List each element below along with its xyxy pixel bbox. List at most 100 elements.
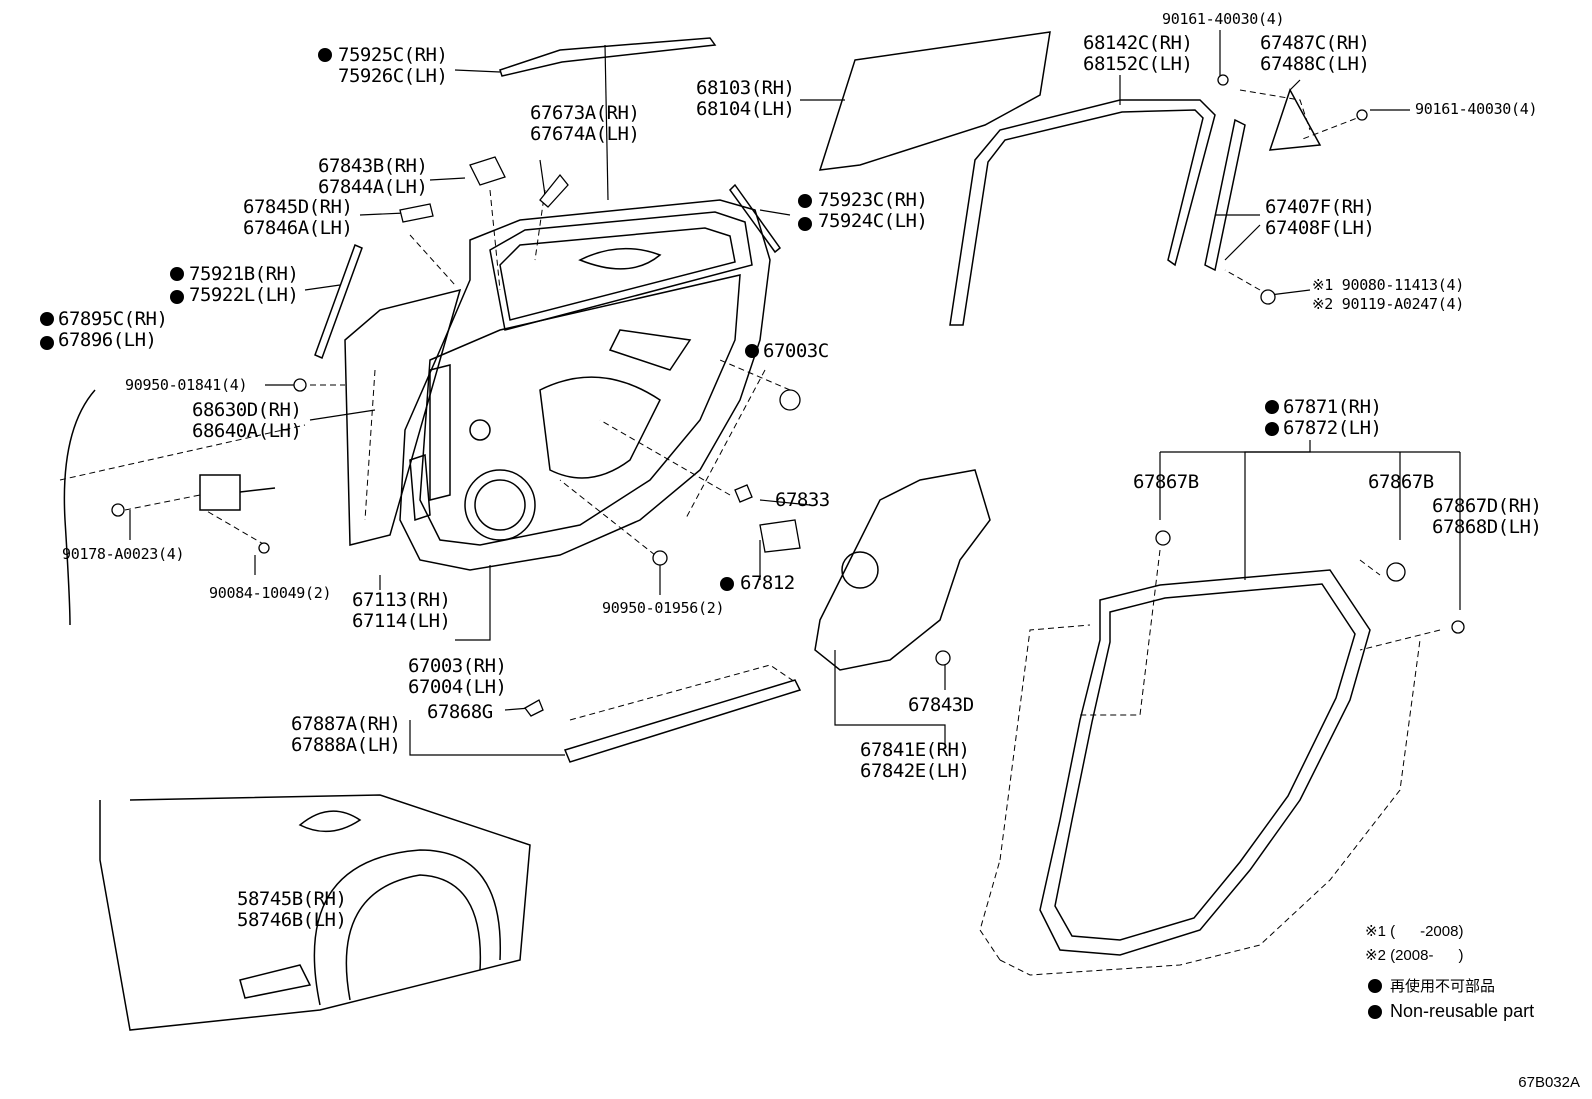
label-67868g[interactable]: 67868G: [427, 702, 493, 723]
part-number: 67867D(RH): [1432, 495, 1542, 517]
part-number: 67868G: [427, 701, 493, 723]
part-number: 67887A(RH): [291, 713, 401, 735]
part-number: 58746B(LH): [237, 909, 347, 931]
part-number: 67888A(LH): [291, 734, 401, 756]
label-68103[interactable]: 68103(RH) 68104(LH): [696, 78, 795, 120]
legend-text-en: Non-reusable part: [1390, 1001, 1535, 1021]
label-67812[interactable]: 67812: [740, 573, 795, 594]
label-67895c[interactable]: 67895C(RH) 67896(LH): [58, 308, 168, 351]
label-67673a[interactable]: 67673A(RH) 67674A(LH): [530, 102, 640, 145]
label-67843d[interactable]: 67843D: [908, 695, 974, 716]
label-75921b[interactable]: 75921B(RH) 75922L(LH): [189, 263, 299, 306]
label-67871[interactable]: 67871(RH) 67872(LH): [1283, 396, 1382, 439]
label-58745b[interactable]: 58745B(RH) 58746B(LH): [237, 888, 347, 931]
part-number: 68104(LH): [696, 98, 795, 120]
part-number: 90161-40030(4): [1415, 100, 1538, 118]
part-number: 67844A(LH): [318, 176, 428, 198]
part-number: 67841E(RH): [860, 739, 970, 761]
nonreusable-dot-67812: [720, 577, 734, 591]
nonreusable-dot-75922: [170, 290, 184, 304]
footnote-1: ※1 ( -2008): [1365, 923, 1464, 940]
label-67841e[interactable]: 67841E(RH) 67842E(LH): [860, 739, 970, 782]
part-number: 67113(RH): [352, 589, 451, 611]
nonreusable-dot-67871: [1265, 400, 1279, 414]
part-number: 58745B(RH): [237, 888, 347, 910]
nonreusable-dot-75925: [318, 48, 332, 62]
nonreusable-dot-67896: [40, 336, 54, 350]
part-number: 67871(RH): [1283, 396, 1382, 418]
run-channel-shape: [949, 99, 1216, 326]
label-67867b-left[interactable]: 67867B: [1133, 472, 1199, 493]
part-number: 67407F(RH): [1265, 196, 1375, 218]
part-number: 67673A(RH): [530, 102, 640, 124]
label-67003[interactable]: 67003(RH) 67004(LH): [408, 655, 507, 698]
label-67867b-right[interactable]: 67867B: [1368, 472, 1434, 493]
label-90080[interactable]: ※1 90080-11413(4) ※2 90119-A0247(4): [1312, 276, 1464, 314]
part-number: 67872(LH): [1283, 417, 1382, 439]
label-75925c[interactable]: 75925C(RH) 75926C(LH): [338, 44, 448, 87]
part-number: ※2 90119-A0247(4): [1312, 295, 1464, 313]
part-number: 67003(RH): [408, 655, 507, 677]
part-number: 90950-01841(4): [125, 376, 248, 394]
label-67887a[interactable]: 67887A(RH) 67888A(LH): [291, 713, 401, 756]
label-67845d[interactable]: 67845D(RH) 67846A(LH): [243, 196, 353, 239]
part-number: 75923C(RH): [818, 189, 928, 211]
part-number: 67867B: [1368, 471, 1434, 493]
footnote-2: ※2 (2008- ): [1365, 947, 1464, 964]
part-number: 90178-A0023(4): [62, 545, 185, 563]
label-90178[interactable]: 90178-A0023(4): [62, 545, 185, 564]
door-glass-shape: [818, 31, 1051, 171]
nonreusable-dot-75924: [798, 217, 812, 231]
part-number: 75921B(RH): [189, 263, 299, 285]
label-68630d[interactable]: 68630D(RH) 68640A(LH): [192, 399, 302, 442]
part-number: 75922L(LH): [189, 284, 299, 306]
part-number: 67896(LH): [58, 329, 157, 351]
part-number: 68630D(RH): [192, 399, 302, 421]
label-68142c[interactable]: 68142C(RH) 68152C(LH): [1083, 32, 1193, 75]
part-number: 75926C(LH): [338, 65, 448, 87]
label-67867d[interactable]: 67867D(RH) 67868D(LH): [1432, 495, 1542, 538]
part-number: 67842E(LH): [860, 760, 970, 782]
label-90950-01956[interactable]: 90950-01956(2): [602, 599, 725, 618]
part-number: 67408F(LH): [1265, 217, 1375, 239]
part-number: 67488C(LH): [1260, 53, 1370, 75]
part-number: 75925C(RH): [338, 44, 448, 66]
label-90950-01841[interactable]: 90950-01841(4): [125, 376, 248, 395]
part-number: 68142C(RH): [1083, 32, 1193, 54]
part-number: 67895C(RH): [58, 308, 168, 330]
part-number: 90161-40030(4): [1162, 10, 1285, 28]
label-90161-right[interactable]: 90161-40030(4): [1415, 100, 1538, 119]
door-panel-shape: [399, 199, 771, 571]
part-number: 67867B: [1133, 471, 1199, 493]
label-67407f[interactable]: 67407F(RH) 67408F(LH): [1265, 196, 1375, 239]
label-90084[interactable]: 90084-10049(2): [209, 584, 332, 603]
nonreusable-dot-67895: [40, 312, 54, 326]
nonreusable-dot-75921: [170, 267, 184, 281]
part-number: 67003C: [763, 340, 829, 362]
part-number: 67674A(LH): [530, 123, 640, 145]
part-number: 67004(LH): [408, 676, 507, 698]
label-67833[interactable]: 67833: [775, 490, 830, 511]
belt-molding-shape: [563, 679, 802, 763]
label-67003c[interactable]: 67003C: [763, 341, 829, 362]
legend-dot-jp: [1368, 979, 1382, 993]
label-75923c[interactable]: 75923C(RH) 75924C(LH): [818, 189, 928, 232]
nonreusable-dot-75923: [798, 194, 812, 208]
label-67487c[interactable]: 67487C(RH) 67488C(LH): [1260, 32, 1370, 75]
part-number: 68152C(LH): [1083, 53, 1193, 75]
label-90161-top[interactable]: 90161-40030(4): [1162, 10, 1285, 29]
door-weatherstrip-shape: [1039, 569, 1371, 956]
part-number: 67845D(RH): [243, 196, 353, 218]
legend-dot-en: [1368, 1005, 1382, 1019]
nonreusable-dot-67003c: [745, 344, 759, 358]
part-number: 67487C(RH): [1260, 32, 1370, 54]
part-number: 67843D: [908, 694, 974, 716]
label-67113[interactable]: 67113(RH) 67114(LH): [352, 589, 451, 632]
part-number: 68640A(LH): [192, 420, 302, 442]
part-number: ※1 90080-11413(4): [1312, 276, 1464, 294]
part-number: 90084-10049(2): [209, 584, 332, 602]
label-67843b[interactable]: 67843B(RH) 67844A(LH): [318, 156, 428, 198]
legend-text-jp: 再使用不可部品: [1390, 978, 1496, 995]
